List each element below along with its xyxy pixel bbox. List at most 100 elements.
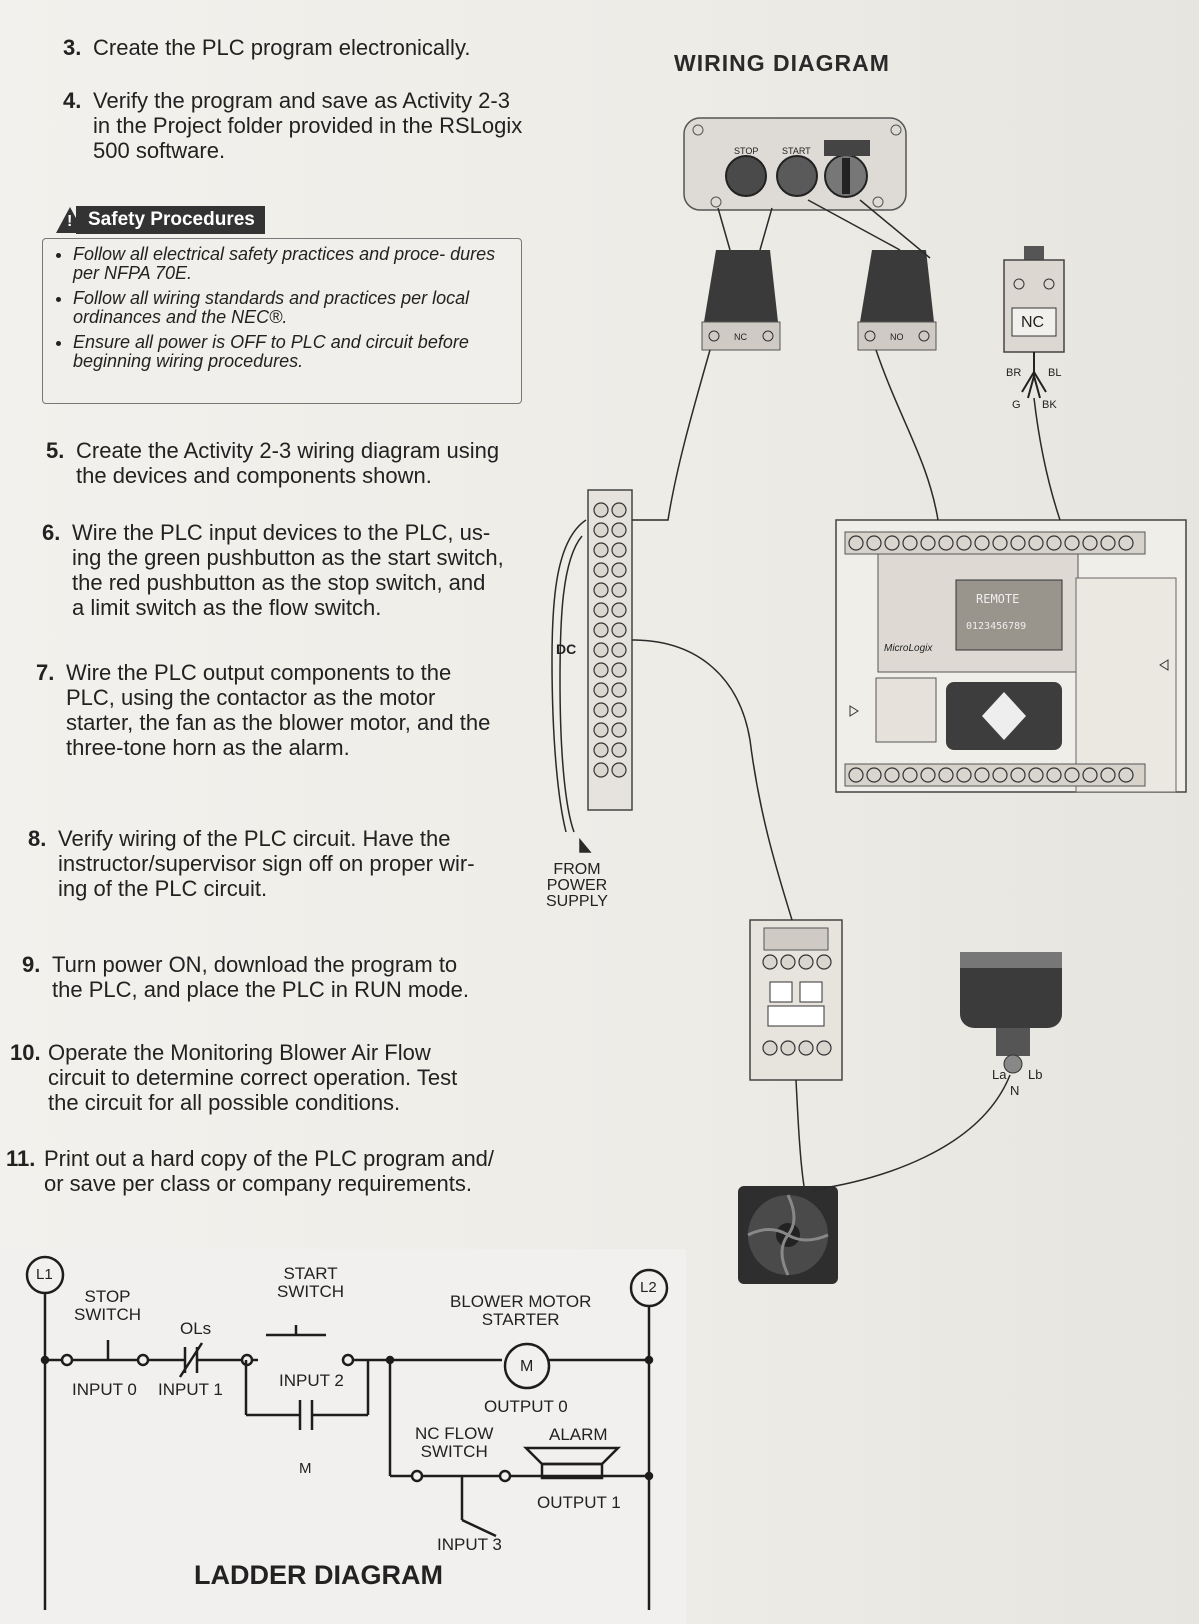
start-switch-label: START SWITCH — [277, 1264, 345, 1301]
l1-label: L1 — [36, 1266, 53, 1283]
blower-motor-starter-label: BLOWER MOTOR STARTER — [450, 1292, 592, 1329]
wire-br-label: BR — [1006, 367, 1022, 379]
screw-terminal — [1100, 767, 1116, 783]
screw-terminal — [593, 762, 609, 778]
screw-terminal — [593, 682, 609, 698]
screw-terminal — [1010, 767, 1026, 783]
screw-terminal — [611, 542, 627, 558]
terminal-screws — [593, 502, 627, 778]
screw-terminal — [762, 1040, 778, 1056]
screw-terminal — [816, 954, 832, 970]
step-6: 6. Wire the PLC input devices to the PLC… — [42, 520, 504, 620]
wire-bl-label: BL — [1048, 367, 1062, 379]
wiring-diagram-title: WIRING DIAGRAM — [674, 50, 890, 76]
screw-terminal — [593, 742, 609, 758]
screw-terminal — [611, 642, 627, 658]
step-7: 7. Wire the PLC output components to the… — [36, 660, 491, 760]
screw-terminal — [611, 582, 627, 598]
safety-item: Ensure all power is OFF to PLC and circu… — [73, 333, 521, 371]
screw-terminal — [611, 502, 627, 518]
plc-terminal-screws — [848, 535, 1134, 783]
screw-terminal — [611, 722, 627, 738]
screw-terminal — [780, 1040, 796, 1056]
screw-terminal — [611, 662, 627, 678]
screw-terminal — [611, 562, 627, 578]
screw-terminal — [1010, 535, 1026, 551]
screw-terminal — [902, 535, 918, 551]
screw-terminal — [1064, 767, 1080, 783]
screw-terminal — [593, 662, 609, 678]
screw-terminal — [974, 535, 990, 551]
step-11: 11. Print out a hard copy of the PLC pro… — [6, 1146, 495, 1196]
step-4: 4. Verify the program and save as Activi… — [63, 88, 523, 163]
stop-pushbutton — [725, 155, 767, 197]
plc-display-remote: REMOTE — [976, 592, 1020, 606]
screw-terminal — [920, 535, 936, 551]
screw-terminal — [1118, 767, 1134, 783]
screw-terminal — [902, 767, 918, 783]
screw-terminal — [1046, 535, 1062, 551]
horn-la-label: La — [992, 1067, 1007, 1082]
dc-label: DC — [556, 641, 577, 657]
screw-terminal — [611, 602, 627, 618]
screw-terminal — [593, 562, 609, 578]
screw-terminal — [593, 582, 609, 598]
screw-terminal — [798, 1040, 814, 1056]
input-2-label: INPUT 2 — [279, 1371, 344, 1390]
ladder-diagram-title: LADDER DIAGRAM — [194, 1560, 443, 1590]
screw-terminal — [611, 682, 627, 698]
screw-terminal — [593, 522, 609, 538]
safety-procedures-box: Follow all electrical safety practices a… — [42, 238, 522, 404]
screw-terminal — [866, 767, 882, 783]
screw-terminal — [938, 535, 954, 551]
wire-g-label: G — [1012, 399, 1021, 411]
screw-terminal — [611, 702, 627, 718]
output-1-label: OUTPUT 1 — [537, 1493, 621, 1512]
screw-terminal — [848, 535, 864, 551]
l2-label: L2 — [640, 1279, 657, 1296]
screw-terminal — [866, 535, 882, 551]
safety-procedures-tag: ! Safety Procedures — [56, 206, 265, 234]
step-5: 5. Create the Activity 2-3 wiring diagra… — [46, 438, 500, 488]
screw-terminal — [780, 954, 796, 970]
no-contact-label: NO — [890, 332, 904, 342]
contactor-screws — [762, 954, 832, 1056]
screw-terminal — [611, 742, 627, 758]
wiring-conductors — [551, 199, 1061, 1191]
screw-terminal — [1118, 535, 1134, 551]
screw-terminal — [884, 767, 900, 783]
screw-terminal — [1028, 767, 1044, 783]
screw-terminal — [956, 535, 972, 551]
nc-flow-switch-label: NC FLOW SWITCH — [415, 1424, 494, 1461]
input-3-label: INPUT 3 — [437, 1535, 502, 1554]
ladder-diagram — [25, 1255, 669, 1610]
screw-terminal — [920, 767, 936, 783]
nc-contact-label: NC — [734, 332, 747, 342]
ladder-diagram-panel — [0, 1249, 686, 1624]
start-label: START — [782, 146, 811, 156]
screw-terminal — [1046, 767, 1062, 783]
screw-terminal — [1064, 535, 1080, 551]
plc-brand-label: MicroLogix — [884, 643, 933, 654]
screw-terminal — [593, 602, 609, 618]
contact-blocks — [701, 250, 937, 351]
horn-n-label: N — [1010, 1083, 1020, 1098]
screw-terminal — [1082, 767, 1098, 783]
screw-terminal — [593, 722, 609, 738]
step-9: 9. Turn power ON, download the program t… — [22, 952, 470, 1002]
screw-terminal — [611, 522, 627, 538]
limit-switch — [1003, 246, 1065, 399]
alarm-label: ALARM — [549, 1425, 608, 1444]
screw-terminal — [956, 767, 972, 783]
contactor — [749, 919, 843, 1081]
start-pushbutton — [776, 155, 818, 197]
safety-item: Follow all electrical safety practices a… — [73, 245, 521, 283]
horn-lb-label: Lb — [1028, 1067, 1043, 1082]
pushbutton-station — [683, 117, 907, 211]
motor-coil-m: M — [520, 1358, 534, 1375]
screw-terminal — [974, 767, 990, 783]
screw-terminal — [992, 767, 1008, 783]
plc-display-digits: 0123456789 — [966, 621, 1027, 632]
